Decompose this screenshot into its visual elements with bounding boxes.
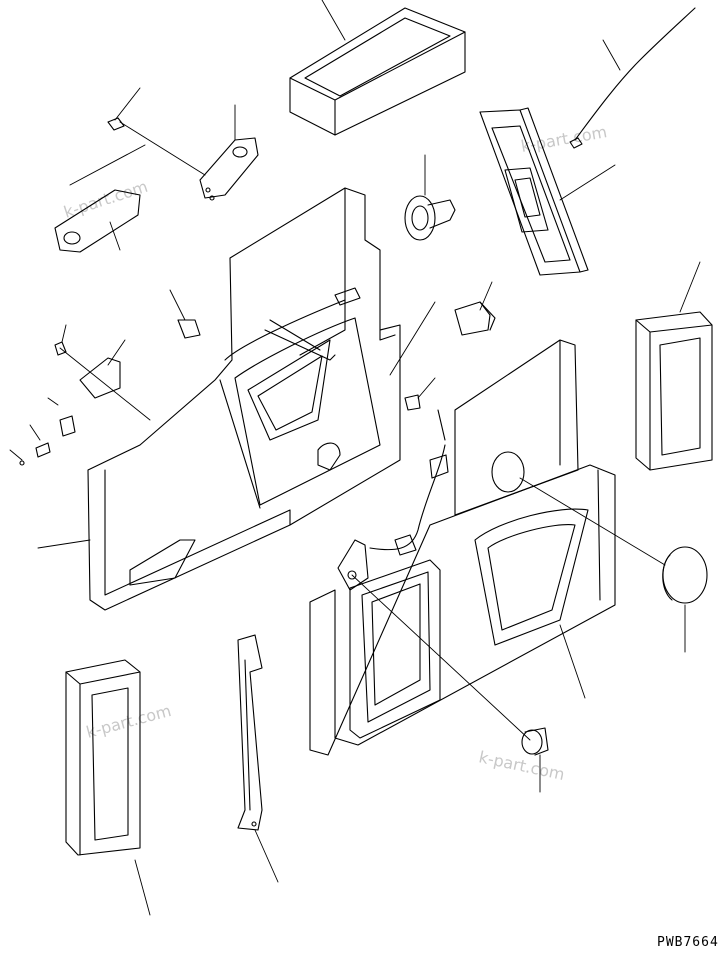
cable-part xyxy=(569,7,696,149)
right-housing-part xyxy=(309,339,616,756)
top-tray-part xyxy=(289,0,466,136)
bushing-part xyxy=(389,301,436,411)
watermark-3: k-part.com xyxy=(84,701,173,742)
connector-part xyxy=(454,281,496,336)
bracket-part xyxy=(54,87,259,253)
main-housing-part xyxy=(37,187,401,611)
hose-part xyxy=(369,409,449,556)
cap-part xyxy=(519,477,708,653)
latch-assembly-part xyxy=(9,324,151,466)
left-duct-frame-part xyxy=(65,659,151,916)
clip-part xyxy=(169,289,201,339)
lever-part xyxy=(337,539,531,741)
drawing-code: PWB7664 xyxy=(657,935,719,950)
watermark-4: k-part.com xyxy=(477,747,566,784)
right-duct-frame-part xyxy=(635,261,713,471)
knob-part xyxy=(521,727,549,793)
watermark-2: k-part.com xyxy=(519,122,608,156)
support-stay-part xyxy=(237,634,279,883)
grille-panel-part xyxy=(479,107,616,276)
grommet-part xyxy=(404,154,456,241)
